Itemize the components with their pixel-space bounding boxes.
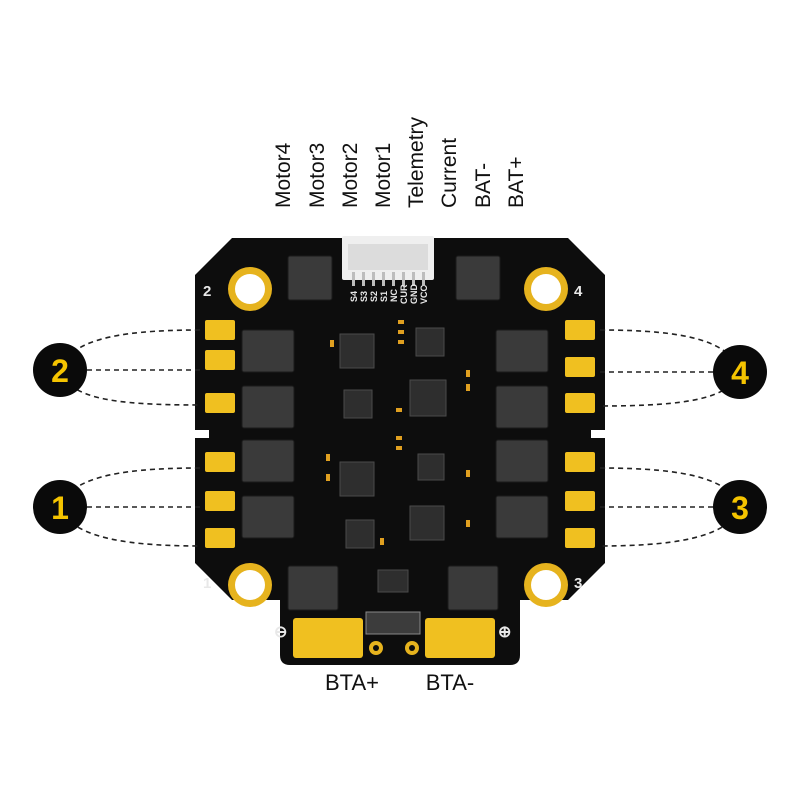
wire-label-motor2: Motor2	[339, 143, 362, 208]
bottom-label-bta-minus: BTA-	[426, 670, 474, 695]
battery-plus-symbol: ⊕	[498, 624, 511, 641]
corner-mark-top-left: 2	[203, 283, 211, 300]
wire-labels: Motor4 Motor3 Motor2 Motor1 Telemetry Cu…	[272, 116, 528, 208]
motor-badge-3: 3	[713, 480, 767, 534]
wire-label-motor1: Motor1	[372, 143, 395, 208]
mounting-hole-top-right	[524, 267, 568, 311]
mounting-hole-top-left	[228, 267, 272, 311]
pin-label-s3: S3	[359, 291, 369, 302]
motor-badge-1-label: 1	[51, 490, 69, 526]
wire-label-bat-minus: BAT-	[472, 163, 495, 208]
esc-board: 2 4 1 3 S4 S3 S2 S1 NC CUR GND VCC	[195, 236, 605, 665]
wire-label-current: Current	[438, 138, 461, 208]
mosfet-components	[241, 255, 549, 611]
mounting-hole-bottom-right	[524, 563, 568, 607]
motor-badge-3-label: 3	[731, 490, 749, 526]
motor-badge-4-label: 4	[731, 355, 749, 391]
battery-minus-symbol: ⊖	[274, 624, 287, 641]
pin-label-gnd: GND	[409, 284, 419, 305]
motor-pads-right	[565, 320, 595, 548]
pin-label-s1: S1	[379, 291, 389, 302]
motor-badge-2-label: 2	[51, 353, 69, 389]
shunt-component	[365, 611, 421, 635]
corner-mark-bottom-left: 1	[203, 575, 211, 592]
motor-badge-4: 4	[713, 345, 767, 399]
battery-pads	[293, 618, 495, 658]
motor-pads-left	[205, 320, 235, 548]
pin-label-s2: S2	[369, 291, 379, 302]
bottom-label-bta-plus: BTA+	[325, 670, 379, 695]
pin-label-s4: S4	[349, 291, 359, 302]
wire-label-bat-plus: BAT+	[505, 156, 528, 208]
wire-label-telemetry: Telemetry	[405, 116, 428, 208]
wire-label-motor3: Motor3	[306, 143, 329, 208]
mounting-hole-bottom-left	[228, 563, 272, 607]
corner-mark-bottom-right: 3	[574, 575, 582, 592]
pin-label-cur: CUR	[399, 284, 409, 304]
pin-label-vcc: VCC	[419, 284, 429, 304]
control-ics	[339, 327, 447, 593]
motor-badge-2: 2	[33, 343, 87, 397]
motor-badge-1: 1	[33, 480, 87, 534]
connector-pin-labels: S4 S3 S2 S1 NC CUR GND VCC	[349, 284, 429, 305]
wire-label-motor4: Motor4	[272, 142, 295, 208]
signal-connector	[342, 236, 434, 286]
corner-mark-top-right: 4	[574, 283, 583, 300]
passive-components	[326, 320, 470, 545]
battery-holes	[369, 641, 419, 655]
pin-label-nc: NC	[389, 289, 399, 302]
